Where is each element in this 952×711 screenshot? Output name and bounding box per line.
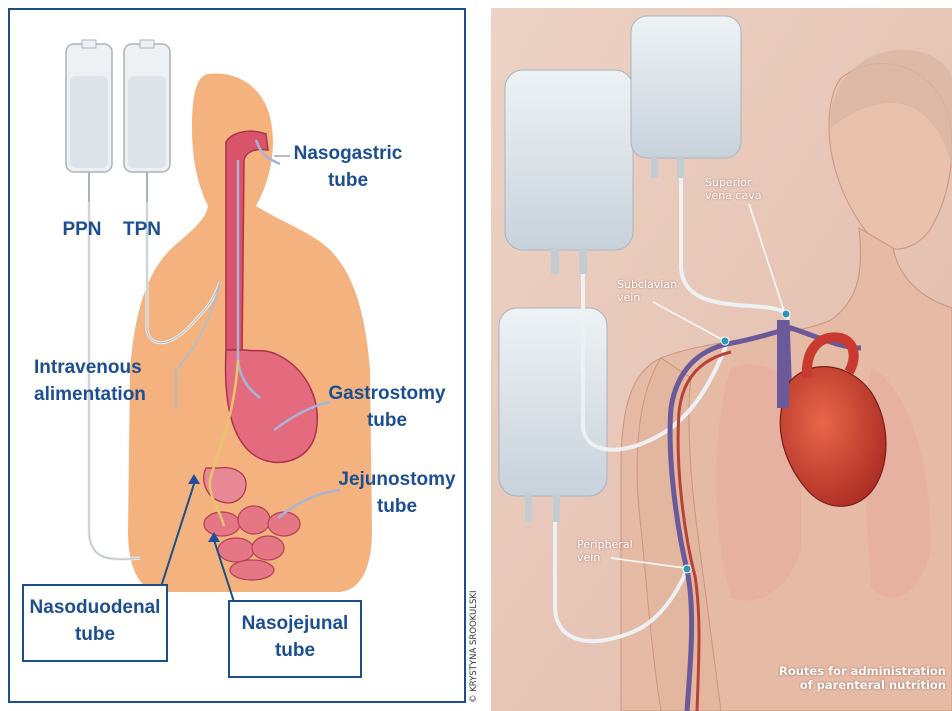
illustration-caption: Routes for administration of parenteral …: [746, 664, 946, 692]
intravenous-line1: Intravenous: [34, 354, 174, 381]
tpn-label: TPN: [112, 216, 172, 243]
caption-line2: of parenteral nutrition: [746, 678, 946, 692]
subclavian-line1: Subclavian: [617, 278, 677, 291]
subclavian-marker: [721, 337, 729, 345]
tpn-bag: [124, 40, 170, 202]
nasoduodenal-label-box: Nasoduodenal tube: [22, 584, 168, 662]
ppn-label: PPN: [52, 216, 112, 243]
iv-bag-lower: [499, 308, 607, 522]
nasoduodenal-line2: tube: [24, 621, 166, 648]
subclavian-line2: vein: [617, 291, 677, 304]
nasojejunal-label-box: Nasojejunal tube: [228, 600, 362, 678]
svc-line2: vena cava: [705, 189, 762, 202]
nasogastric-label: Nasogastric tube: [288, 140, 408, 194]
iv-bag-upper-left: [505, 70, 633, 274]
nasojejunal-line1: Nasojejunal: [230, 610, 360, 637]
superior-vena-cava-label: Superior vena cava: [705, 176, 762, 202]
jejunostomy-line2: tube: [332, 493, 462, 520]
parenteral-routes-illustration: Superior vena cava Subclavian vein Perip…: [491, 8, 952, 711]
subclavian-vein-label: Subclavian vein: [617, 278, 677, 304]
peripheral-marker: [683, 565, 691, 573]
nasogastric-line2: tube: [288, 167, 408, 194]
right-illustration-artwork: [491, 8, 952, 711]
illustration-credit: © KRYSTYNA SROOKULSKI: [469, 591, 479, 703]
ppn-bag: [66, 40, 112, 202]
nasogastric-line1: Nasogastric: [288, 140, 408, 167]
intravenous-label: Intravenous alimentation: [34, 354, 174, 408]
caption-line1: Routes for administration: [746, 664, 946, 678]
intravenous-line2: alimentation: [34, 381, 174, 408]
iv-bag-upper-right: [631, 16, 741, 178]
peripheral-line2: vein: [577, 551, 633, 564]
nasojejunal-line2: tube: [230, 637, 360, 664]
nasoduodenal-line1: Nasoduodenal: [24, 594, 166, 621]
gastrostomy-label: Gastrostomy tube: [322, 380, 452, 434]
jejunostomy-line1: Jejunostomy: [332, 466, 462, 493]
svc-marker: [782, 310, 790, 318]
svc-line1: Superior: [705, 176, 762, 189]
peripheral-line1: Peripheral: [577, 538, 633, 551]
gastrostomy-line2: tube: [322, 407, 452, 434]
jejunostomy-label: Jejunostomy tube: [332, 466, 462, 520]
peripheral-vein-label: Peripheral vein: [577, 538, 633, 564]
gastrostomy-line1: Gastrostomy: [322, 380, 452, 407]
enteral-routes-diagram: PPN TPN Nasogastric tube Intravenous ali…: [8, 8, 466, 703]
